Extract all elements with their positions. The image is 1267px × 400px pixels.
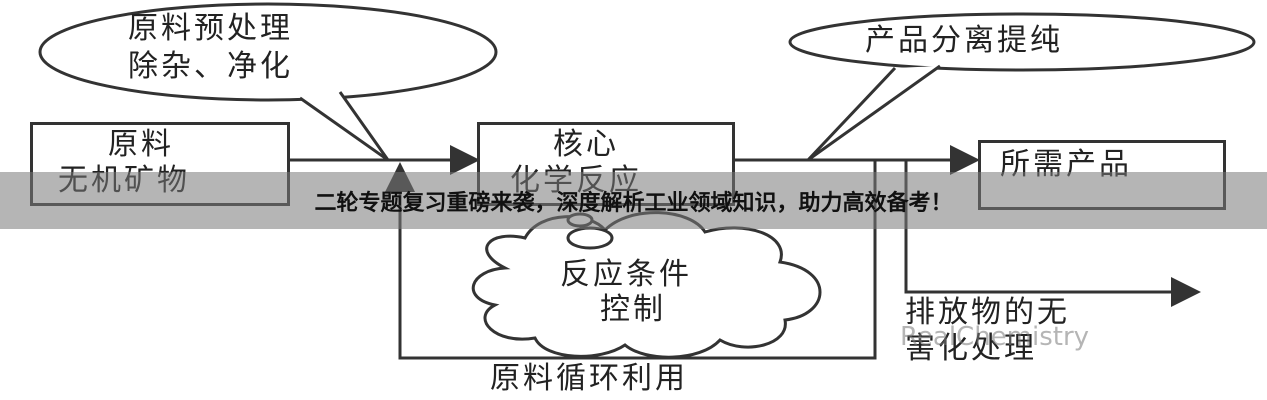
separation-bubble-tail [806, 64, 941, 162]
pretreat-label-line1: 原料预处理 [128, 11, 293, 46]
raw-box-label-line1: 原料 [108, 127, 174, 162]
watermark: RealChemistry [900, 322, 1090, 352]
emission-label-line2: 害化处理 [905, 331, 1037, 366]
pretreat-label-line2: 除杂、净化 [128, 49, 293, 84]
condition-label-line2: 控制 [600, 292, 666, 327]
banner-overlay [0, 172, 1267, 229]
pretreat-bubble-tail [299, 91, 390, 162]
pretreat-bubble-shape [38, 2, 498, 102]
cloud-bubble-small [566, 226, 614, 250]
arrow-recycle [385, 160, 877, 360]
banner-text: 二轮专题复习重磅来袭，深度解析工业领域知识，助力高效备考！ [314, 190, 953, 216]
recycle-label: 原料循环利用 [490, 361, 688, 396]
emission-label-line1: 排放物的无 [905, 295, 1070, 330]
core-box-label-line1: 核心 [553, 127, 619, 162]
separation-bubble-shape [788, 12, 1256, 72]
condition-label-line1: 反应条件 [560, 257, 692, 292]
separation-label: 产品分离提纯 [865, 23, 1063, 58]
